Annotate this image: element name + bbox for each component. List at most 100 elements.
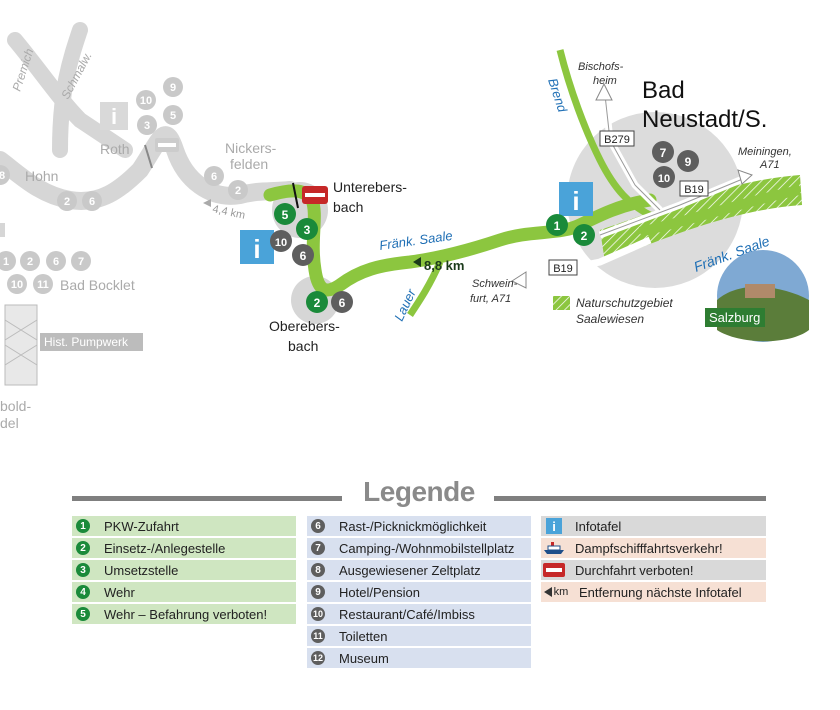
badge-6-icon: 6 [311, 519, 325, 533]
svg-text:2: 2 [27, 256, 33, 268]
river-branch-schmalw [52, 22, 88, 158]
legend-label: Entfernung nächste Infotafel [579, 584, 742, 600]
weir-roth [144, 144, 153, 169]
river-map: B279 B19 B19 Premich Schmalw. Roth Hohn … [0, 22, 809, 431]
road-b279-label: B279 [604, 134, 630, 146]
distance-grey: 4,4 km [211, 203, 246, 222]
svg-text:2: 2 [314, 296, 321, 310]
badge-group-grey: 10 9 3 5 2 6 8 6 2 1 2 6 7 10 11 [0, 77, 248, 294]
nature-label-2: Saalewiesen [576, 312, 644, 326]
nature-swatch [553, 296, 570, 310]
legend-title: Legende [353, 476, 485, 507]
badge-5-icon: 5 [76, 607, 90, 621]
badge-3-icon: 3 [76, 563, 90, 577]
road-b19-schweinfurt [519, 236, 652, 282]
badge-8-icon: 8 [311, 563, 325, 577]
legend-item: Dampfschifffahrtsverkehr! [541, 538, 766, 558]
distance-main-arrow [413, 257, 421, 267]
road-b19-label-b: B19 [553, 263, 573, 275]
place-roth: Roth [100, 141, 130, 157]
legend-label: Hotel/Pension [339, 584, 420, 600]
legend-label: Rast-/Picknickmöglichkeit [339, 518, 487, 534]
legend-item: 11 Toiletten [307, 626, 531, 646]
svg-text:10: 10 [275, 237, 287, 249]
info-icon-bad-neustadt[interactable] [559, 182, 593, 216]
salzburg-photo-castle [745, 284, 775, 298]
info-icon: i [543, 518, 565, 534]
svg-text:9: 9 [685, 155, 692, 169]
legend-rule-left [72, 496, 342, 501]
nature-label-1: Naturschutzgebiet [576, 296, 673, 310]
legend-header: Legende [72, 474, 766, 510]
road-shield-b279 [599, 130, 635, 147]
river-route-green [263, 184, 657, 297]
place-hohn: Hohn [25, 168, 58, 184]
place-unterebersbach-2: bach [333, 199, 363, 215]
svg-text:5: 5 [282, 208, 289, 222]
place-bad-neustadt-2: Neustadt/S. [642, 106, 767, 133]
legend-label: Infotafel [575, 518, 622, 534]
svg-text:6: 6 [211, 171, 217, 183]
badge-12-icon: 12 [311, 651, 325, 665]
arrow-meiningen [737, 169, 753, 185]
svg-text:3: 3 [304, 223, 311, 237]
legend-rule-right [494, 496, 766, 501]
svg-text:5: 5 [170, 110, 176, 122]
place-oberebersbach-1: Oberebers- [269, 318, 340, 334]
place-oberebersbach-2: bach [288, 338, 318, 354]
svg-text:i: i [253, 234, 260, 264]
badge-1-icon: 1 [76, 519, 90, 533]
svg-text:6: 6 [53, 256, 59, 268]
svg-text:2: 2 [235, 185, 241, 197]
arrow-schweinfurt [510, 271, 527, 289]
badge-9-icon: 9 [311, 585, 325, 599]
badge-7-icon: 7 [311, 541, 325, 555]
legend-label: Wehr [104, 584, 135, 600]
legend-item: km Entfernung nächste Infotafel [541, 582, 766, 602]
place-bold-2: del [0, 415, 19, 431]
svg-text:2: 2 [581, 229, 588, 243]
info-icon-unterebersbach[interactable] [240, 230, 274, 264]
legend-label: Camping-/Wohnmobilstellplatz [339, 540, 515, 556]
svg-text:2: 2 [64, 196, 70, 208]
no-entry-roth-bar [158, 143, 176, 147]
river-brend [556, 49, 652, 219]
svg-text:3: 3 [144, 120, 150, 132]
info-icon-roth [100, 102, 128, 130]
distance-grey-arrow [203, 199, 211, 207]
legend-item: Durchfahrt verboten! [541, 560, 766, 580]
legend-item: 7 Camping-/Wohnmobilstellplatz [307, 538, 531, 558]
pumpwerk-truss [4, 319, 38, 366]
legend-item: 9 Hotel/Pension [307, 582, 531, 602]
river-lauer [407, 260, 444, 317]
place-bad-neustadt-1: Bad [642, 77, 685, 104]
legend-label: Durchfahrt verboten! [575, 562, 694, 578]
arrow-bischofsheim [595, 82, 613, 101]
svg-text:10: 10 [11, 279, 23, 291]
road-shield-b19-a [679, 180, 709, 197]
place-salzburg: Salzburg [709, 310, 760, 325]
road-b19-meiningen-edge [599, 177, 746, 236]
place-meiningen-2: A71 [759, 159, 780, 171]
steamboat-icon [543, 540, 565, 556]
place-bad-bocklet: Bad Bocklet [60, 277, 135, 293]
svg-text:11: 11 [37, 279, 49, 291]
salzburg-label-bg [705, 308, 765, 327]
badge-2-icon: 2 [76, 541, 90, 555]
badge-11-icon: 11 [311, 629, 325, 643]
legend-label: Toiletten [339, 628, 388, 644]
place-unterebersbach-1: Unterebers- [333, 179, 407, 195]
svg-text:10: 10 [140, 95, 152, 107]
legend-column-3: i Infotafel Dampfschifffahrtsverkehr! Du… [541, 516, 766, 604]
place-nickersfelden-1: Nickers- [225, 140, 277, 156]
svg-text:i: i [552, 519, 556, 534]
road-b19-label-a: B19 [684, 184, 704, 196]
place-bischofsheim-2: heim [593, 75, 617, 87]
road-b279-edge [604, 94, 661, 211]
legend-item: i Infotafel [541, 516, 766, 536]
svg-text:9: 9 [170, 82, 176, 94]
